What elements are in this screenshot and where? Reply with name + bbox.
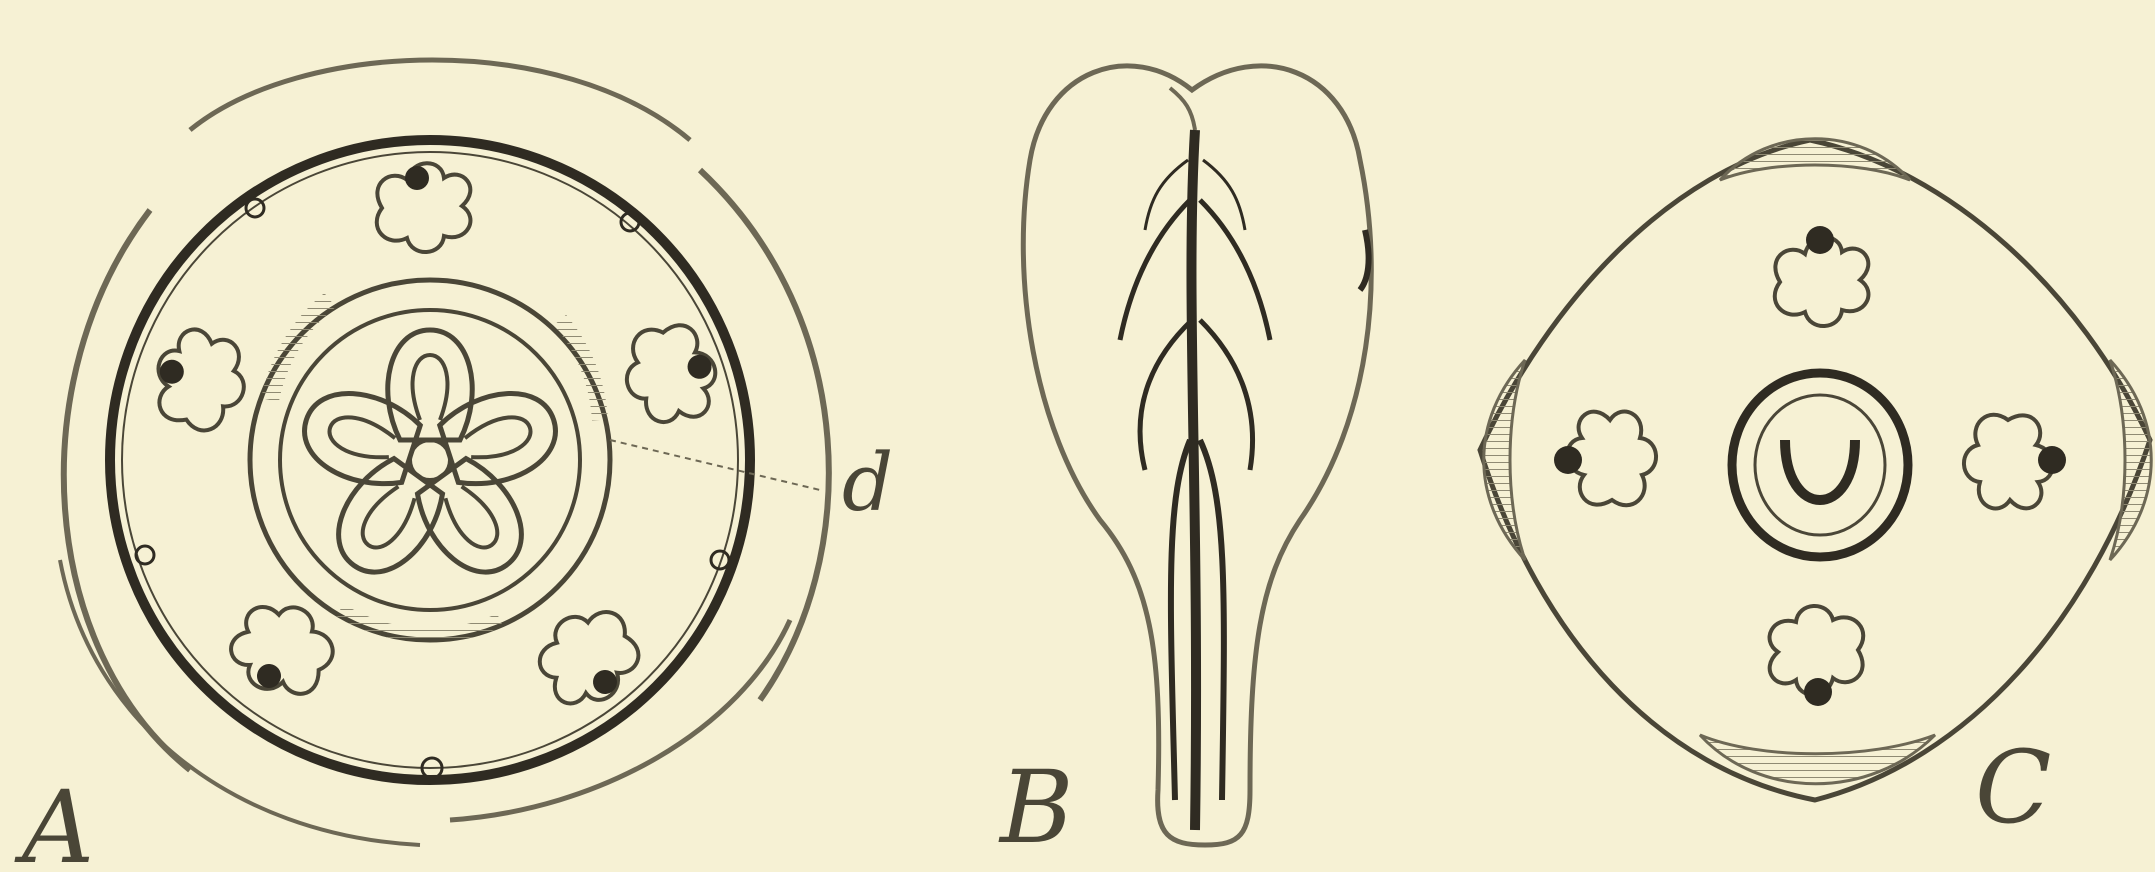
figure-c-stamen-top: [1775, 226, 1869, 326]
figure-a-ring-dot: [246, 199, 264, 217]
figure-a-pointer-line: [610, 440, 820, 490]
figure-a-stamen-bottom-right: [526, 595, 652, 719]
figure-b-veins: [1120, 130, 1270, 830]
figure-a-floral-diagram: d A: [14, 60, 893, 872]
figure-a-label: A: [14, 769, 94, 872]
figure-c-label: C: [1975, 729, 2052, 846]
figure-c-pistil-core: [1785, 440, 1855, 500]
figure-b-petal: B: [998, 66, 1371, 866]
figure-c-stamen-right: [1964, 415, 2066, 509]
figure-c-stamen-left: [1554, 412, 1656, 506]
figure-c-pistil-outer: [1732, 373, 1908, 557]
figure-a-annotation-d: d: [842, 436, 893, 529]
figure-a-stamen-right: [619, 320, 723, 428]
figure-c-sepal-left: [1484, 360, 1525, 560]
figure-a-ring-dot: [136, 546, 154, 564]
figure-a-locules: [293, 330, 566, 590]
figure-a-calyx-ring: [110, 140, 750, 780]
figure-b-label: B: [998, 749, 1074, 866]
figure-c-stamen-bottom: [1770, 606, 1864, 706]
figure-a-outer-bract-right: [700, 170, 829, 700]
figure-c-sepal-top: [1720, 139, 1910, 180]
figure-a-stamen-top: [377, 163, 471, 252]
figure-a-stamen-left: [142, 321, 257, 439]
figure-a-outer-bract-top: [190, 60, 690, 140]
figure-c-floral-diagram: C: [1480, 139, 2151, 846]
